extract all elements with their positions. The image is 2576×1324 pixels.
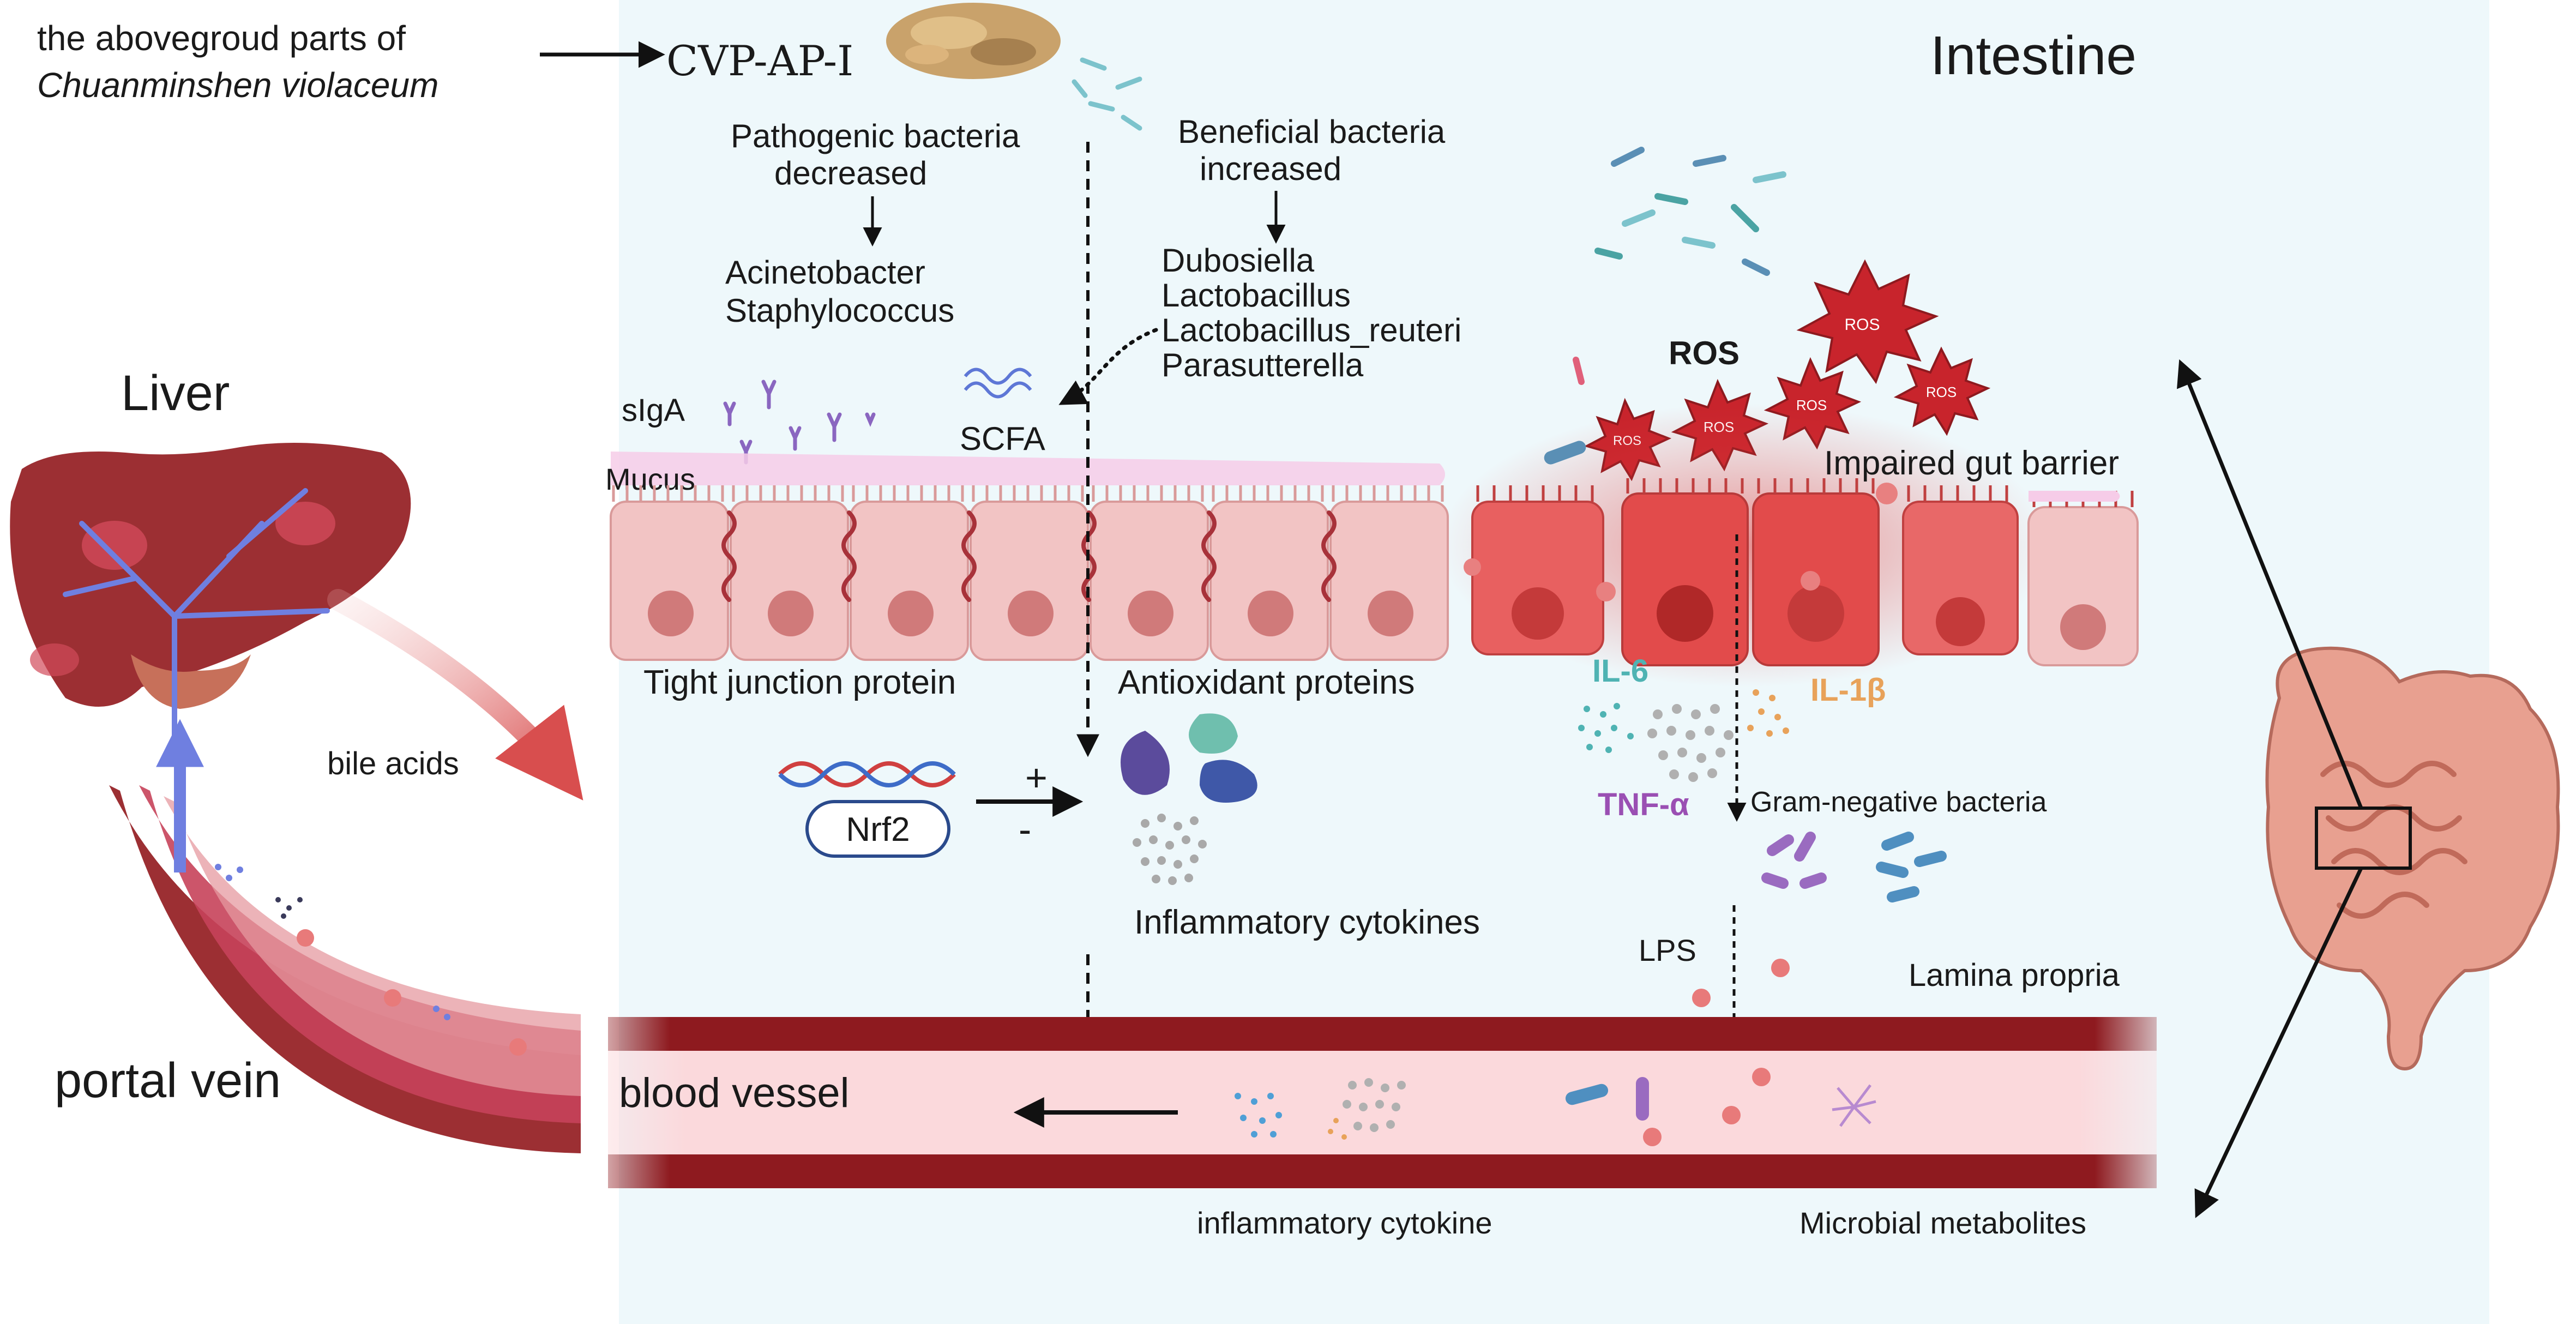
beneficial-line1: Beneficial bacteria xyxy=(1178,113,1446,150)
pathogenic-line2: decreased xyxy=(774,155,927,191)
ros-label: ROS xyxy=(1669,335,1740,371)
source-label-line1: the abovegroud parts of xyxy=(37,19,406,58)
compound-label: CVP-AP-I xyxy=(666,37,853,85)
gram-negative-bacteria-icons xyxy=(1761,832,1947,902)
siga-label: sIgA xyxy=(622,393,685,428)
nrf2-plus: + xyxy=(1025,756,1048,799)
impaired-barrier-label: Impaired gut barrier xyxy=(1824,444,2119,482)
beneficial-genus-3: Lactobacillus_reuteri xyxy=(1161,312,1461,348)
ros-star-1 xyxy=(1796,259,1939,384)
lamina-propria-label: Lamina propria xyxy=(1909,958,2120,993)
tnfa-label: TNF-α xyxy=(1598,787,1689,822)
zoom-line-up xyxy=(2177,359,2363,809)
scfa-label: SCFA xyxy=(960,420,1045,457)
vessel-wall-bottom xyxy=(608,1154,2157,1188)
il6-label: IL-6 xyxy=(1592,653,1648,689)
il1b-label: IL-1β xyxy=(1810,672,1886,708)
inflammatory-cytokine-label: inflammatory cytokine xyxy=(1197,1206,1492,1240)
mucus-layer xyxy=(611,452,1445,485)
bacteria-cloud-icon xyxy=(1594,147,1786,276)
herb-powder-icon xyxy=(886,3,1061,79)
pathogenic-genus-1: Acinetobacter xyxy=(725,254,925,291)
intestine-zoom-box xyxy=(2315,807,2412,870)
zoom-line-down xyxy=(2194,867,2363,1218)
bile-acids-arrow xyxy=(327,589,583,801)
gram-negative-label: Gram-negative bacteria xyxy=(1750,786,2047,818)
il1b-dots-icon xyxy=(1747,689,1789,737)
microbial-metabolites-label: Microbial metabolites xyxy=(1799,1206,2086,1240)
source-label-line2: Chuanminshen violaceum xyxy=(37,65,438,105)
liver-label: Liver xyxy=(121,365,230,421)
bacteria-cluster-top-icon xyxy=(1072,57,1142,131)
scfa-icon xyxy=(964,368,1032,399)
mucus-label: Mucus xyxy=(605,462,695,496)
pathogenic-genus-2: Staphylococcus xyxy=(725,292,954,329)
bile-acids-label: bile acids xyxy=(327,746,459,781)
beneficial-genus-2: Lactobacillus xyxy=(1161,277,1351,314)
nrf2-label: Nrf2 xyxy=(846,811,910,848)
lps-label: LPS xyxy=(1639,933,1696,967)
lps-particle xyxy=(1771,959,1790,977)
liver-organ-icon xyxy=(10,443,411,744)
intestine-title: Intestine xyxy=(1930,25,2136,86)
ros-star-2 xyxy=(1893,346,1991,436)
il6-dots-icon xyxy=(1578,703,1634,753)
beneficial-genus-4: Parasutterella xyxy=(1161,347,1364,383)
scfa-dotted-arrow xyxy=(1058,328,1158,405)
inflammatory-cytokines-label: Inflammatory cytokines xyxy=(1134,904,1480,941)
ros-star-1-label: ROS xyxy=(1844,316,1880,334)
portal-vein-label: portal vein xyxy=(55,1054,281,1108)
blood-vessel-label: blood vessel xyxy=(619,1070,850,1116)
antioxidant-protein-icons xyxy=(1121,713,1257,803)
lps-particle xyxy=(1692,989,1711,1007)
beneficial-genus-1: Dubosiella xyxy=(1161,242,1315,279)
tight-junction-label: Tight junction protein xyxy=(643,664,956,701)
nrf2-minus: - xyxy=(1019,808,1031,851)
pathogenic-line1: Pathogenic bacteria xyxy=(731,118,1020,154)
grey-cytokine-cluster-icon xyxy=(1647,704,1734,782)
ros-star-2-label: ROS xyxy=(1926,384,1957,400)
portal-vein-icon xyxy=(109,785,581,1153)
vessel-wall-top xyxy=(608,1017,2157,1051)
healthy-epithelium xyxy=(610,485,1449,661)
siga-antibody-icons xyxy=(723,380,876,465)
inflamed-epithelium xyxy=(1464,478,2139,666)
cytokine-dots-grey-icon xyxy=(1133,814,1207,885)
dna-helix-icon xyxy=(778,761,956,787)
nrf2-box xyxy=(805,800,950,858)
beneficial-line2: increased xyxy=(1200,151,1341,187)
vessel-contents-icons xyxy=(1235,1068,1876,1146)
barrier-bacteria-icon xyxy=(1544,357,1586,465)
antioxidant-label: Antioxidant proteins xyxy=(1118,664,1415,701)
